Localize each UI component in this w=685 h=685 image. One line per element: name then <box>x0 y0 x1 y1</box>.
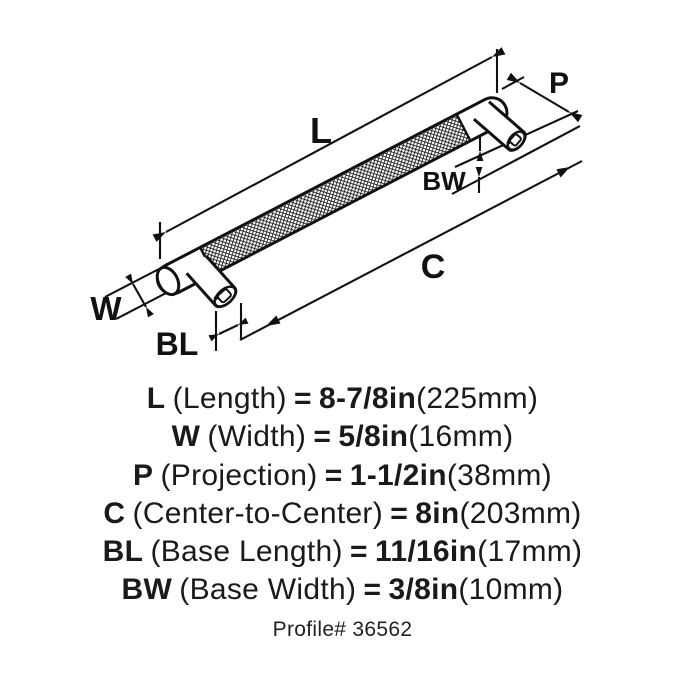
spec-equals: = <box>390 496 409 530</box>
spec-equals: = <box>313 420 332 454</box>
label-length: L <box>310 110 332 151</box>
bar-end-cap <box>155 265 181 297</box>
spec-metric: (38mm) <box>446 458 552 492</box>
pull-handle-body <box>155 96 527 309</box>
spec-equals: = <box>324 458 343 492</box>
spec-name: (Length) <box>172 382 287 415</box>
label-base-width: BW <box>422 166 466 196</box>
label-width: W <box>90 290 122 327</box>
spec-metric: (17mm) <box>477 535 583 569</box>
l-dimension-arrow <box>152 47 506 242</box>
spec-name: (Base Width) <box>179 573 357 607</box>
spec-line-base-length: BL(Base Length)=11/16in(17mm) <box>0 533 685 571</box>
spec-name: (Width) <box>207 420 307 454</box>
dimension-labels: L P BW C W BL <box>90 67 569 362</box>
knurl-edge-right <box>455 114 472 141</box>
spec-metric: (225mm) <box>416 382 539 415</box>
label-center-to-center: C <box>421 248 446 286</box>
spec-line-projection: P(Projection)=1-1/2in(38mm) <box>0 457 685 495</box>
spec-value: 1-1/2in <box>349 458 447 492</box>
spec-name: (Projection) <box>160 458 318 492</box>
label-projection: P <box>549 67 569 100</box>
bar-knurl-texture <box>200 115 470 273</box>
spec-name: (Base Length) <box>150 535 343 569</box>
spec-value: 3/8in <box>388 573 459 607</box>
spec-equals: = <box>349 535 368 569</box>
spec-equals: = <box>293 382 312 415</box>
left-post-screw-slot <box>216 288 232 304</box>
spec-abbr: P <box>133 458 154 492</box>
bl-dimension-arrow <box>208 317 249 342</box>
spec-abbr: W <box>171 420 201 454</box>
p-dimension-arrow <box>506 72 583 123</box>
profile-number: Profile# 36562 <box>272 618 413 641</box>
spec-metric: (203mm) <box>459 496 582 530</box>
w-dimension-arrow <box>125 273 154 318</box>
spec-line-center-to-center: C(Center-to-Center)=8in(203mm) <box>0 495 685 533</box>
spec-abbr: C <box>103 496 126 530</box>
right-post-screw-slot <box>508 133 522 147</box>
spec-line-length: L(Length)=8-7/8in(225mm) <box>0 380 685 418</box>
spec-value: 5/8in <box>338 420 409 454</box>
spec-name: (Center-to-Center) <box>132 496 384 530</box>
spec-line-base-width: BW(Base Width)=3/8in(10mm) <box>0 571 685 609</box>
spec-abbr: L <box>146 382 166 415</box>
spec-line-width: W(Width)=5/8in(16mm) <box>0 418 685 456</box>
label-base-length: BL <box>156 326 199 362</box>
left-post <box>185 254 238 309</box>
spec-value: 8-7/8in <box>318 382 417 415</box>
left-post-screw-dot <box>213 296 218 301</box>
c-arrowhead-right <box>556 167 570 178</box>
spec-abbr: BL <box>102 535 144 569</box>
c-dimension-line <box>239 160 583 341</box>
spec-value: 11/16in <box>375 535 478 569</box>
spec-metric: (10mm) <box>458 573 564 607</box>
right-post-screw-dot <box>506 140 511 145</box>
base-back-extension-line <box>451 125 581 195</box>
c-arrowhead-left <box>266 315 281 326</box>
spec-equals: = <box>363 573 382 607</box>
spec-metric: (16mm) <box>408 420 514 454</box>
pull-handle-diagram: L P BW C W BL <box>90 47 583 362</box>
spec-abbr: BW <box>121 573 173 607</box>
w-extension-lower <box>115 290 171 320</box>
right-post <box>472 100 527 152</box>
spec-list: L(Length)=8-7/8in(225mm) W(Width)=5/8in(… <box>0 380 685 610</box>
spec-value: 8in <box>415 496 460 530</box>
